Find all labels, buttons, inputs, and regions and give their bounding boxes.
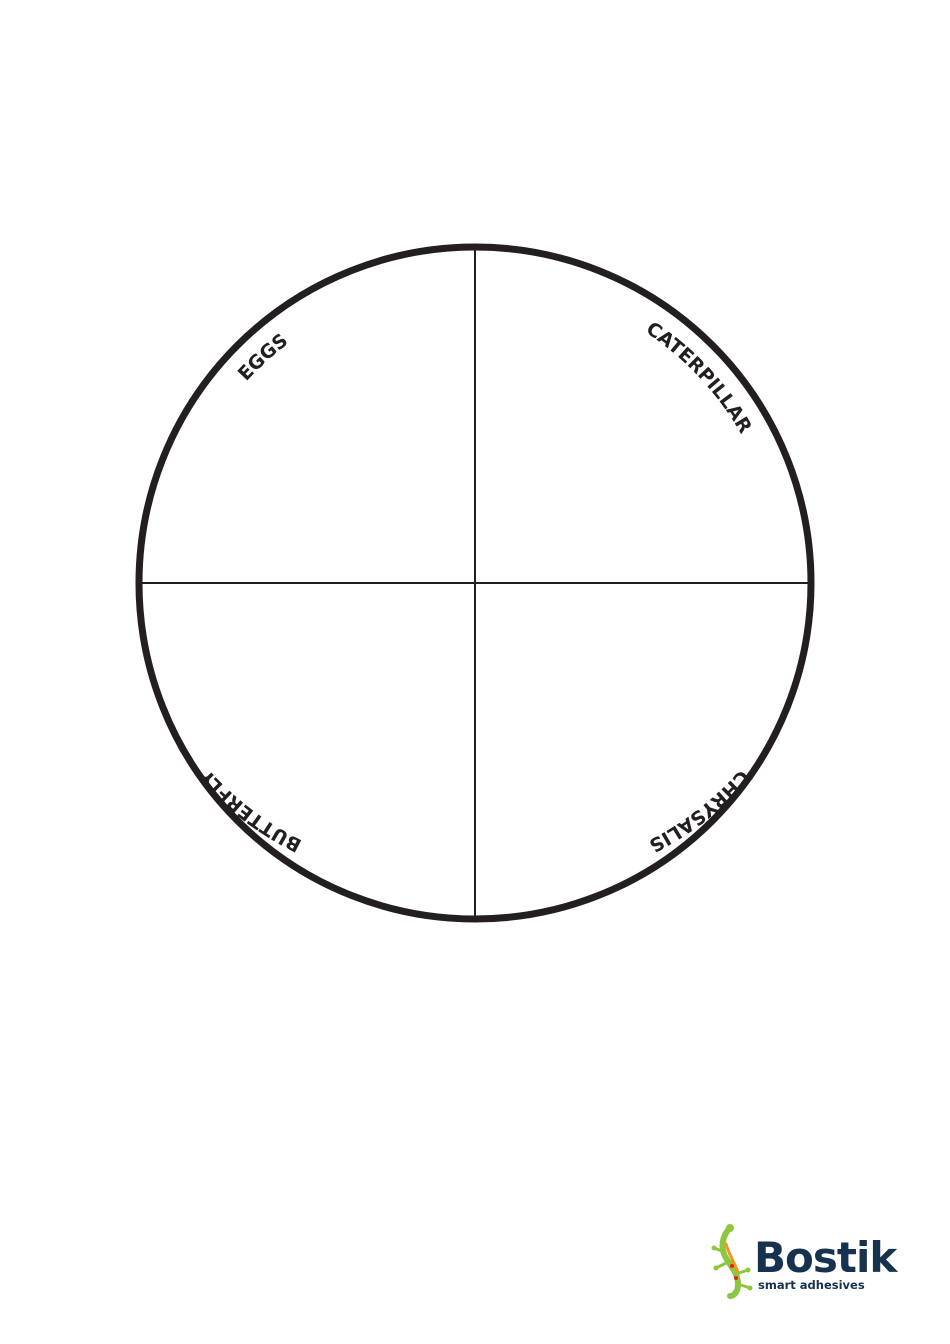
bostik-logo: Bostik smart adhesives [711,1224,899,1299]
stage-label-chrysalis: CHRYSALIS [645,766,753,857]
stage-label-butterfly: BUTTERFLY [195,765,305,856]
wheel-outline [135,243,815,923]
gecko-icon [711,1224,753,1299]
brand-name: Bostik [754,1233,898,1282]
brand-tagline: smart adhesives [758,1278,865,1292]
